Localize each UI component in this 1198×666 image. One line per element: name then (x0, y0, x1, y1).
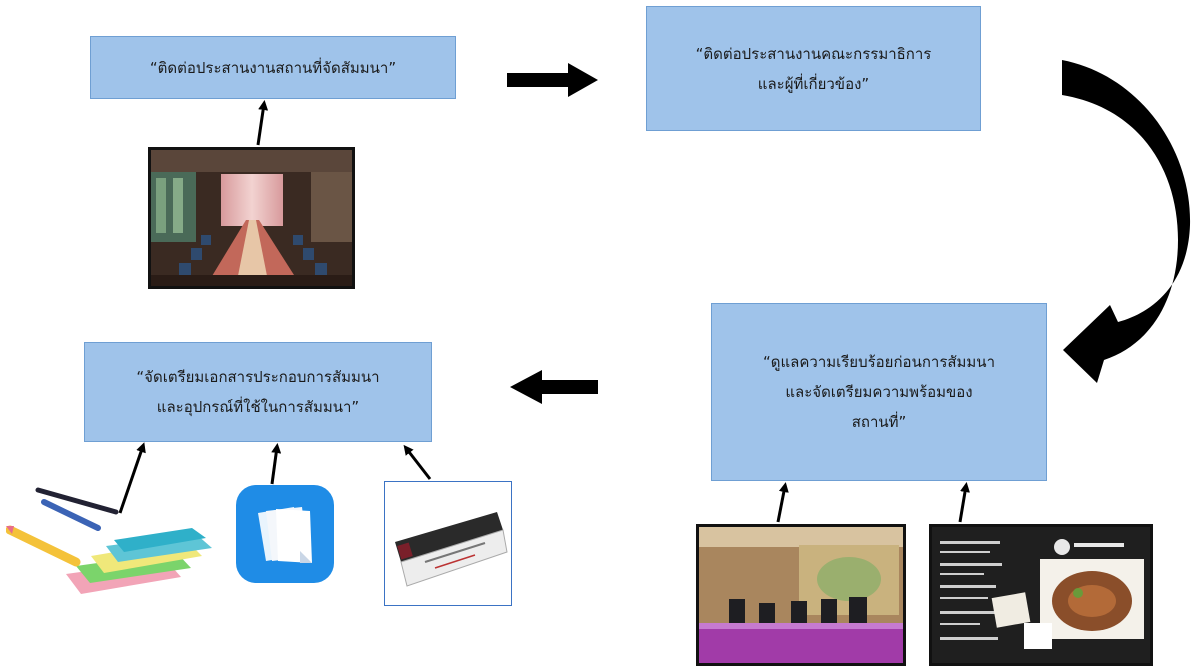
step-prepare-line-3: สถานที่” (851, 413, 907, 431)
stationery-illustration (6, 482, 216, 612)
step-committee-line-1: “ติดต่อประสานงานคณะกรรมาธิการ (695, 44, 932, 63)
step-docs-line-2: และอุปกรณ์ที่ใช้ในการสัมมนา” (156, 398, 360, 416)
step-venue-box: “ติดต่อประสานงานสถานที่จัดสัมมนา” (90, 36, 456, 99)
arrow-files-to-docs (270, 443, 282, 485)
arrow-curved (1062, 60, 1191, 383)
step-docs-box: “จัดเตรียมเอกสารประกอบการสัมมนา และอุปกร… (84, 342, 432, 442)
step-venue-line-1: “ติดต่อประสานงานสถานที่จัดสัมมนา” (149, 58, 397, 77)
step-prepare-box: “ดูแลความเรียบร้อยก่อนการสัมมนา และจัดเต… (711, 303, 1047, 481)
arrow-menu-to-prepare (958, 482, 970, 523)
step-prepare-line-1: “ดูแลความเรียบร้อยก่อนการสัมมนา (762, 353, 995, 371)
arrow-room-to-venue (256, 100, 269, 146)
arrow-left (510, 370, 598, 404)
documents-app-icon (236, 485, 334, 583)
food-menu-photo (929, 524, 1153, 666)
seminar-panel-photo (696, 524, 906, 666)
desk-nameplate-photo (384, 481, 512, 606)
step-prepare-line-2: และจัดเตรียมความพร้อมของ (785, 383, 973, 401)
arrow-stationery-to-docs (118, 442, 146, 514)
meeting-room-photo (148, 147, 355, 289)
step-docs-line-1: “จัดเตรียมเอกสารประกอบการสัมมนา (136, 368, 380, 386)
step-committee-box: “ติดต่อประสานงานคณะกรรมาธิการ และผู้ที่เ… (646, 6, 981, 131)
step-committee-line-2: และผู้ที่เกี่ยวข้อง” (757, 74, 870, 93)
arrow-nameplate-to-docs (403, 444, 432, 480)
arrow-meeting-to-prepare (776, 482, 789, 523)
arrow-right (507, 63, 598, 97)
